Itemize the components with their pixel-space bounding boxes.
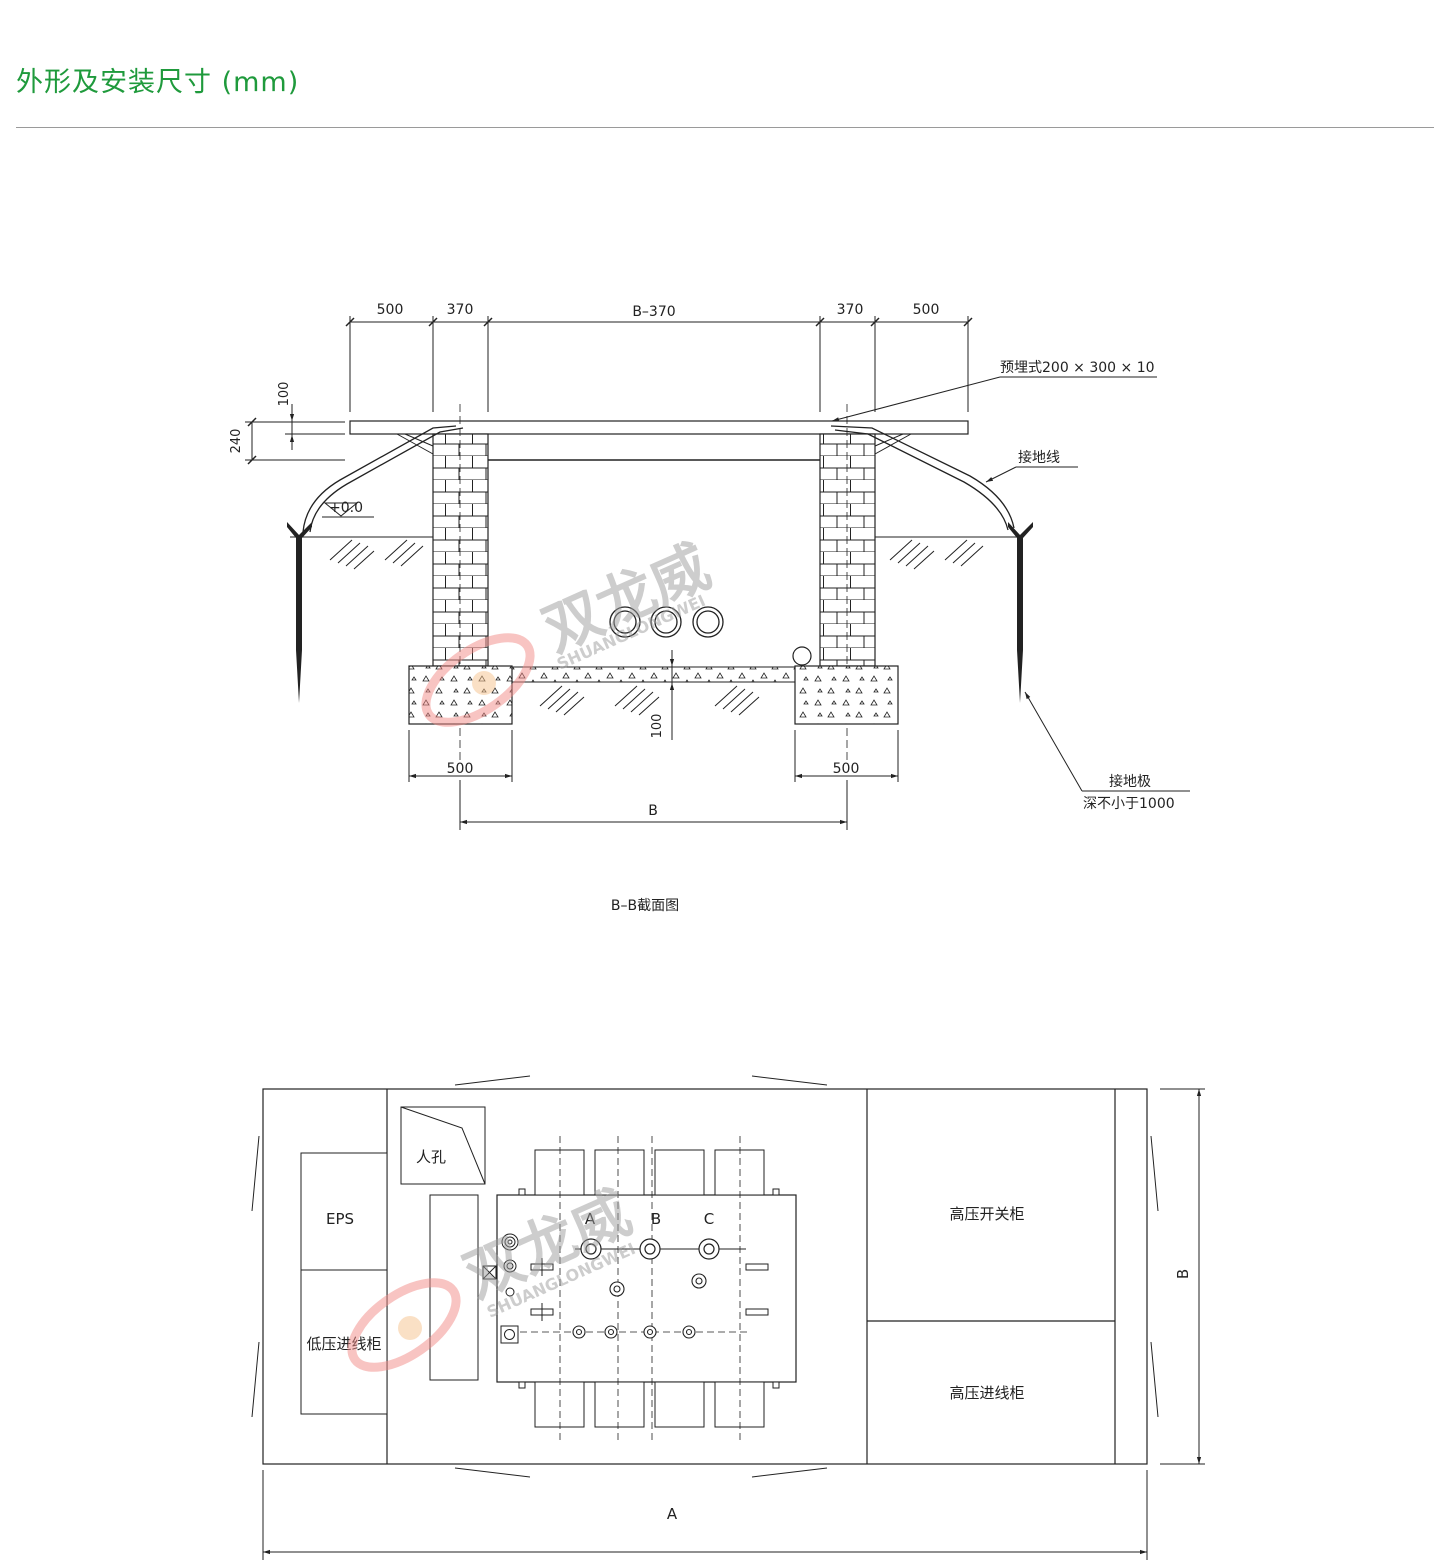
dim-240: 240: [229, 429, 244, 454]
hv-switch-label: 高压开关柜: [949, 1205, 1024, 1223]
dimension-a: A: [262, 1470, 1148, 1560]
phase-c-label: C: [704, 1210, 714, 1228]
lv-bushings: [572, 1273, 707, 1339]
grounding-electrode-label: 接地极: [1109, 773, 1151, 790]
dim-100-top: 100: [277, 382, 292, 407]
brick-wall-right: [819, 433, 876, 667]
dim-100-bottom: 100: [650, 714, 665, 739]
dim-b-minus-370: B–370: [632, 304, 675, 320]
radiator-fins-bottom: [534, 1381, 765, 1428]
transformer-base: A B C: [482, 1136, 797, 1442]
callout-grounding-electrode: 接地极 深不小于1000: [1024, 691, 1190, 812]
dim-500-right: 500: [913, 302, 940, 318]
section-view: 500 370 B–370 370 500 100 240: [229, 302, 1190, 914]
phase-b-label: B: [651, 1210, 661, 1228]
brick-wall-left: [432, 433, 489, 667]
dim-500-left: 500: [377, 302, 404, 318]
top-dimension-chain: 500 370 B–370 370 500: [345, 302, 973, 412]
grounding-wire-label: 接地线: [1018, 449, 1060, 466]
callout-grounding-wire: 接地线: [985, 449, 1078, 483]
section-caption: B–B截面图: [611, 898, 679, 914]
eps-cabinet: [300, 1152, 388, 1271]
dim-500-footing-left: 500: [447, 761, 474, 777]
embedded-plate-label: 预埋式200 × 300 × 10: [1000, 360, 1155, 376]
grounding-electrode-right: [1008, 522, 1033, 703]
manhole: [400, 1106, 486, 1185]
dim-b-section: B: [648, 803, 658, 819]
ground-level-label: +0.0: [329, 500, 363, 516]
ground-left: [290, 536, 433, 570]
bottom-dimension-chain: 500 500 B: [408, 730, 899, 830]
phase-a-label: A: [585, 1210, 596, 1228]
ground-right: [875, 536, 1020, 570]
grounding-wire-right: [830, 425, 1015, 529]
hv-incoming-label: 高压进线柜: [949, 1384, 1024, 1402]
drain-pipe: [792, 646, 812, 666]
lv-incoming-label: 低压进线柜: [306, 1335, 381, 1353]
page-title: 外形及安装尺寸 (mm): [16, 67, 300, 98]
grounding-electrode-left: [287, 522, 312, 703]
vertical-dimensions: 100 240: [229, 382, 345, 465]
dim-a-label: A: [667, 1505, 678, 1523]
grounding-wire-left: [302, 425, 457, 533]
title-divider: [16, 127, 1434, 128]
hv-bushings: [580, 1238, 720, 1260]
radiator-fins-top: [534, 1149, 765, 1196]
electrode-depth-label: 深不小于1000: [1083, 796, 1175, 812]
dimension-b: B: [1160, 1088, 1205, 1465]
floor-gravel-layer: [511, 666, 796, 683]
lv-incoming-cabinet: [300, 1269, 388, 1415]
dim-b-plan-label: B: [1174, 1269, 1192, 1279]
callout-embedded-plate: 预埋式200 × 300 × 10: [831, 360, 1157, 422]
floor-soil-hatch: [539, 685, 760, 716]
dim-500-footing-right: 500: [833, 761, 860, 777]
dim-370-right: 370: [837, 302, 864, 318]
dim-370-left: 370: [447, 302, 474, 318]
cable-conduits: [609, 606, 724, 638]
tap-changer: [482, 1233, 519, 1344]
plan-view: EPS 低压进线柜 人孔: [251, 1075, 1205, 1560]
eps-label: EPS: [326, 1210, 354, 1228]
cover-slab: [349, 420, 969, 435]
floor-thickness-dimension: 100: [650, 650, 675, 740]
manhole-label: 人孔: [416, 1148, 446, 1166]
door-swings: [251, 1075, 1159, 1478]
ground-level-marker: +0.0: [322, 500, 374, 518]
footing-right: [794, 665, 899, 725]
